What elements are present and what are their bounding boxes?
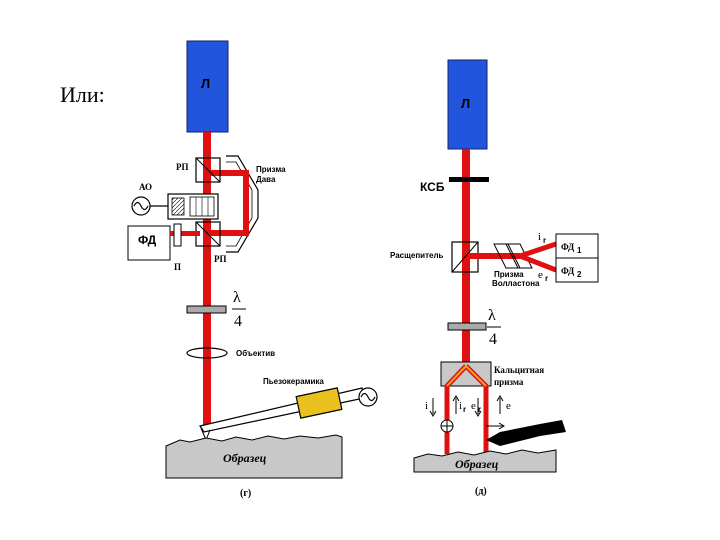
fd-e-label: e xyxy=(538,269,543,281)
ksb-label: КСБ xyxy=(420,180,445,194)
pol-e: e xyxy=(506,400,511,412)
left-objective xyxy=(186,347,228,359)
right-beam-horizontal xyxy=(470,253,520,259)
calcite-label-2: призма xyxy=(494,377,524,387)
fd-i-sub: r xyxy=(543,236,546,245)
fd-i-label: i xyxy=(538,231,541,243)
pol-ir: i xyxy=(459,400,462,412)
ksb-plate xyxy=(449,177,489,182)
right-sample-label: Образец xyxy=(455,457,499,471)
fd-e-sub: r xyxy=(545,274,548,283)
right-laser xyxy=(447,59,488,150)
left-beam-vertical xyxy=(203,132,211,428)
piezo-block xyxy=(295,387,343,419)
left-sample xyxy=(165,434,343,479)
objective-label: Объектив xyxy=(236,349,275,358)
left-four: 4 xyxy=(234,313,242,330)
right-beam-vertical xyxy=(462,149,470,365)
dove-prism-label-1: Призма xyxy=(256,165,286,174)
left-laser xyxy=(186,40,229,133)
right-four: 4 xyxy=(489,331,497,348)
lead-text: Или: xyxy=(60,82,105,107)
left-fd-label: ФД xyxy=(138,233,157,247)
left-sample-label: Образец xyxy=(223,451,267,465)
left-beam-loop-top xyxy=(207,170,247,176)
left-rp-top-label: РП xyxy=(176,162,189,172)
fd1-label: ФД xyxy=(561,242,575,252)
right-diagram: Л КСБ Расщепитель Призма Волластона i r … xyxy=(390,59,599,497)
left-fd-box xyxy=(127,225,171,261)
left-polarizer xyxy=(173,223,182,247)
piezo-label: Пьезокерамика xyxy=(263,377,324,386)
fd2-box xyxy=(555,257,599,283)
beam-to-fd2 xyxy=(519,253,557,273)
right-lambda: λ xyxy=(488,307,496,324)
left-laser-label: Л xyxy=(201,76,210,91)
fd2-label: ФД xyxy=(561,266,575,276)
right-laser-label: Л xyxy=(461,96,470,111)
wollaston-label-2: Волластона xyxy=(492,279,540,288)
left-p-label: П xyxy=(174,262,181,272)
pol-i: i xyxy=(425,400,428,412)
left-beam-loop-right xyxy=(243,170,249,236)
left-beam-to-fd xyxy=(170,231,200,236)
right-quarter-plate xyxy=(447,322,487,331)
left-lambda: λ xyxy=(233,289,241,306)
left-caption: (г) xyxy=(240,488,251,499)
right-caption: (д) xyxy=(475,486,487,497)
pol-ir-sub: r xyxy=(463,405,466,414)
ao-label: АО xyxy=(139,182,152,192)
right-tip xyxy=(486,420,566,446)
splitter-label: Расщепитель xyxy=(390,251,444,260)
fd1-sub: 1 xyxy=(577,246,582,255)
fd1-box xyxy=(555,233,599,259)
fd2-sub: 2 xyxy=(577,270,582,279)
left-splitter-top xyxy=(195,157,221,183)
wollaston-label-1: Призма xyxy=(494,270,524,279)
left-rp-bottom-label: РП xyxy=(214,254,227,264)
beam-to-fd1 xyxy=(519,241,557,259)
pol-er: e xyxy=(471,400,476,412)
dove-prism-label-2: Дава xyxy=(256,175,276,184)
pol-er-sub: r xyxy=(478,405,481,414)
right-sample xyxy=(413,449,557,473)
dove-prism xyxy=(226,155,259,253)
left-beam-loop-bottom xyxy=(207,230,247,236)
calcite-label-1: Кальцитная xyxy=(494,365,544,375)
left-diagram: Л РП РП Призма Дава АО ФД xyxy=(127,40,378,499)
left-quarter-plate xyxy=(186,305,227,314)
